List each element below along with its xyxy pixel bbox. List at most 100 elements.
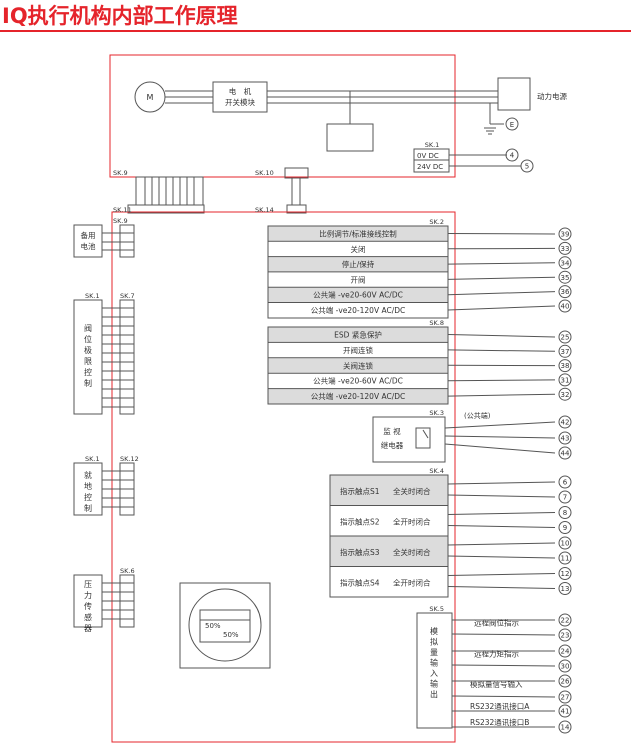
sk8-terminal-31: [558, 373, 572, 387]
sk4-contact-desc-4: 全开时闭合: [393, 578, 431, 588]
sk5-output-label-3: RS232通讯接口A: [470, 701, 530, 711]
sk2-terminal-33-label: 33: [561, 245, 570, 253]
sk4-terminal-12-label: 12: [561, 570, 570, 578]
sk10-label: SK.10: [255, 169, 274, 177]
sk2-row-4: 公共端 -ve20-60V AC/DC: [313, 290, 403, 300]
sk2-terminal-33: [558, 241, 572, 255]
sk8-row-3: 公共端 -ve20-60V AC/DC: [313, 376, 403, 386]
svg-text:限: 限: [84, 357, 92, 366]
terminal-5-label: 5: [525, 163, 529, 171]
backup-battery-box: [73, 224, 103, 258]
sk5-terminal-27: [558, 690, 572, 704]
sk5-terminal-24-label: 24: [561, 648, 570, 656]
sk2-terminal-40-label: 40: [561, 303, 570, 311]
svg-text:拟: 拟: [430, 637, 438, 647]
display-window: [199, 609, 251, 643]
earth-terminal: [505, 117, 519, 131]
sk3-terminal-44: [558, 446, 572, 460]
sk5-terminal-24: [558, 644, 572, 658]
battery-label-1: 备用: [81, 230, 96, 240]
sk1-valve-label: SK.1: [85, 292, 100, 300]
sk4-terminal-12: [558, 567, 572, 580]
sk7-label: SK.7: [120, 292, 135, 300]
sk8-terminal-25: [558, 330, 572, 344]
sk8-terminal-32: [558, 387, 572, 401]
sk8-terminal-31-label: 31: [561, 377, 570, 385]
sk4-terminal-8: [558, 506, 572, 519]
sk6-label: SK.6: [120, 567, 135, 575]
sk9-batt-label: SK.9: [113, 217, 128, 225]
earth-symbol: E: [510, 121, 514, 129]
sk8-row-0: ESD 紧急保护: [334, 330, 382, 340]
svg-text:极: 极: [84, 345, 92, 355]
terminal-5: [520, 159, 534, 173]
sk14-label: SK.14: [255, 206, 274, 214]
sk2-row-1: 关闭: [351, 244, 366, 254]
sk5-output-label-2: 模拟量信号输入: [470, 679, 523, 689]
dc24-label: 24V DC: [417, 163, 443, 171]
sk2-terminal-39-label: 39: [561, 231, 570, 239]
sk12-label: SK.12: [120, 455, 139, 463]
sk2-row-0: 比例调节/标准接线控制: [319, 229, 397, 239]
power-supply-box: [497, 77, 531, 111]
svg-text:入: 入: [430, 669, 438, 678]
sk4-terminal-10: [558, 536, 572, 550]
sk4-terminal-7-label: 7: [563, 494, 567, 502]
svg-text:阀: 阀: [84, 324, 92, 333]
dc0-label: 0V DC: [417, 152, 439, 160]
svg-text:输: 输: [430, 679, 438, 689]
svg-text:制: 制: [84, 378, 92, 388]
sk5-output-label-1: 远程力矩指示: [474, 649, 519, 659]
relay-label-1: 监 视: [383, 426, 401, 436]
sk5-output-label-4: RS232通讯接口B: [470, 717, 529, 727]
sk8-row-1: 开阀连锁: [343, 345, 373, 355]
sk5-terminal-14: [558, 720, 572, 734]
sk5-terminal-22: [558, 613, 572, 627]
sk8-terminal-37: [558, 344, 572, 358]
svg-text:出: 出: [430, 689, 438, 699]
sk2-terminal-34: [558, 256, 572, 270]
sk5-terminal-27-label: 27: [561, 694, 570, 702]
display-knob: [188, 588, 262, 662]
sk3-terminal-44-label: 44: [561, 450, 570, 458]
sk1-top-label: SK.1: [425, 141, 440, 149]
sk8-terminal-25-label: 25: [561, 334, 570, 342]
terminal-4: [505, 148, 519, 162]
sk8-row-4: 公共端 -ve20-120V AC/DC: [311, 391, 406, 401]
sk5-terminal-30: [558, 659, 572, 673]
sk2-label: SK.2: [429, 218, 444, 226]
sk2-row-2: 停止/保持: [342, 259, 375, 269]
battery-label-2: 电池: [81, 241, 96, 251]
power-section-frame: [109, 54, 456, 178]
sk4-terminal-11-label: 11: [561, 555, 570, 563]
svg-text:制: 制: [84, 503, 92, 513]
sk3-label: SK.3: [429, 409, 444, 417]
sk3-terminal-43: [558, 431, 572, 445]
svg-text:控: 控: [84, 492, 92, 502]
display-value-1: 50%: [205, 622, 221, 630]
transformer-box: [326, 123, 374, 152]
sk11-label: SK.11: [113, 206, 132, 214]
sk3-terminal-42: [558, 415, 572, 429]
sk9-top-label: SK.9: [113, 169, 128, 177]
sk9-connector: [135, 176, 204, 208]
page-title: IQ执行机构内部工作原理: [2, 4, 238, 28]
switch-module-line1: 电 机: [229, 86, 252, 96]
sk5-terminal-26: [558, 674, 572, 688]
title-rule: [0, 30, 631, 32]
svg-text:传: 传: [84, 601, 92, 611]
terminal-4-label: 4: [510, 152, 515, 160]
svg-text:感: 感: [84, 612, 92, 622]
sk8-terminal-38: [558, 359, 572, 373]
sk5-terminal-22-label: 22: [561, 617, 570, 625]
sk3-common-label: (公共端): [464, 411, 491, 420]
sk3-relay-box: [372, 416, 446, 463]
svg-text:量: 量: [430, 648, 438, 657]
sk8-row-2: 关阀连锁: [343, 360, 373, 370]
sk4-terminal-13-label: 13: [561, 585, 570, 593]
sk3-terminal-43-label: 43: [561, 435, 570, 443]
